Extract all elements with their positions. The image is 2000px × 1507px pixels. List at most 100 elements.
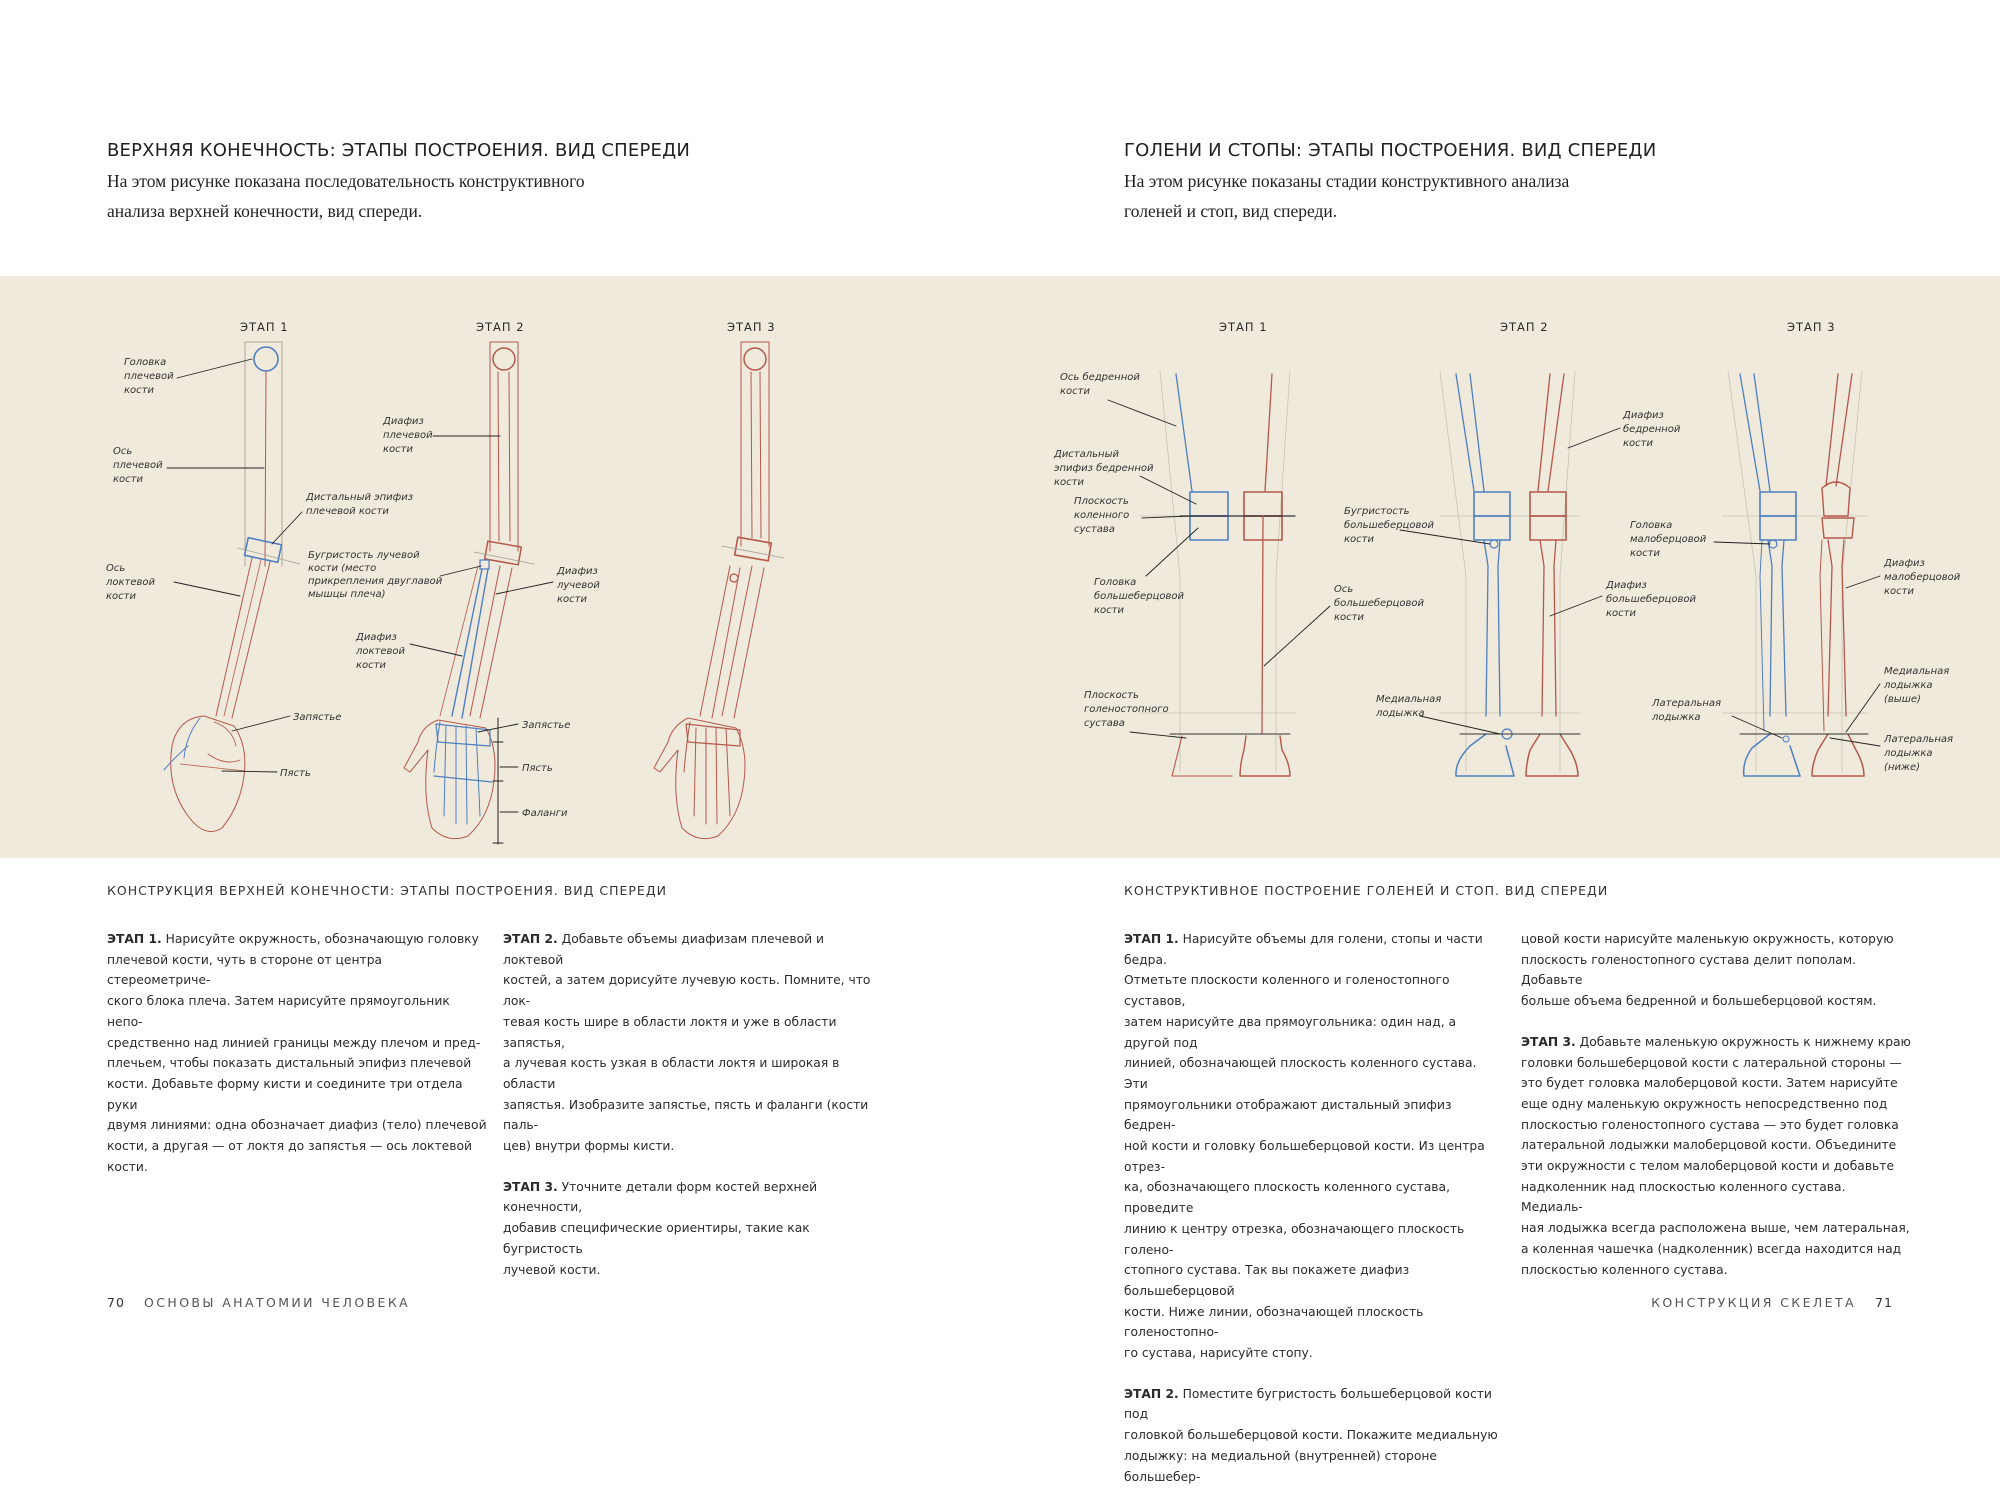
left-body-col-2: ЭТАП 2. Добавьте объемы диафизам плечево… — [503, 929, 883, 1300]
label-diaphysis-humerus-2: плечевой — [383, 430, 433, 441]
leg-guides — [1140, 371, 1868, 771]
left-intro-line: На этом рисунке показана последовательно… — [107, 166, 585, 196]
left-caption: КОНСТРУКЦИЯ ВЕРХНЕЙ КОНЕЧНОСТИ: ЭТАПЫ ПО… — [107, 883, 667, 898]
body-line: ка, обозначающего плоскость коленного су… — [1124, 1177, 1504, 1218]
label-tibia-head-3: кости — [1094, 605, 1124, 616]
label-knee-plane-1: Плоскость — [1074, 496, 1129, 507]
label-diaphysis-humerus-3: кости — [383, 444, 413, 455]
body-line: го сустава, нарисуйте стопу. — [1124, 1343, 1504, 1364]
body-line: затем нарисуйте два прямоугольника: один… — [1124, 1012, 1504, 1053]
stage-label: ЭТАП 2. — [1124, 1387, 1179, 1401]
page-number-right: 71 — [1875, 1295, 1893, 1310]
label-axis-humerus-2: плечевой — [113, 460, 163, 471]
body-line: запястья. Изобразите запястье, пясть и ф… — [503, 1095, 883, 1136]
right-caption: КОНСТРУКТИВНОЕ ПОСТРОЕНИЕ ГОЛЕНЕЙ И СТОП… — [1124, 883, 1608, 898]
body-line: линией, обозначающей плоскость коленного… — [1124, 1053, 1504, 1094]
label-tibia-axis-3: кости — [1334, 612, 1364, 623]
stage-label: ЭТАП 1. — [1124, 932, 1179, 946]
svg-text:Латеральнаялодыжка(ниже): Латеральнаялодыжка(ниже) — [1883, 734, 1953, 773]
body-line: двумя линиями: одна обозначает диафиз (т… — [107, 1115, 487, 1136]
body-line: кости, а другая — от локтя до запястья —… — [107, 1136, 487, 1177]
label-diaphysis-tibia-3: кости — [1606, 608, 1636, 619]
body-line: кости. Ниже линии, обозначающей плоскост… — [1124, 1302, 1504, 1343]
svg-text:Пясть: Пясть — [280, 768, 311, 779]
body-line: Нарисуйте объемы для голени, стопы и час… — [1124, 932, 1483, 967]
label-tibial-tuberosity-2: большеберцовой — [1344, 519, 1434, 531]
label-axis-humerus-1: Ось — [113, 446, 132, 457]
body-line: еще одну маленькую окружность непосредст… — [1521, 1094, 1911, 1115]
body-line: больше объема бедренной и большеберцовой… — [1521, 991, 1911, 1012]
label-diaphysis-radius-3: кости — [557, 594, 587, 605]
svg-text:Осьплечевойкости: Осьплечевойкости — [113, 446, 163, 485]
svg-text:Пясть: Пясть — [522, 763, 553, 774]
label-phalanges: Фаланги — [522, 808, 568, 819]
stage-label: ЭТАП 3. — [1521, 1035, 1576, 1049]
arm-stage-1-title: ЭТАП 1 — [240, 320, 289, 334]
right-intro-line: На этом рисунке показаны стадии конструк… — [1124, 166, 1569, 196]
label-diaphysis-ulna-3: кости — [356, 660, 386, 671]
label-metacarpus-2: Пясть — [522, 763, 553, 774]
label-diaphysis-ulna-2: локтевой — [355, 646, 406, 657]
arm-stage-3-drawing — [654, 342, 784, 839]
label-diaphysis-femur-1: Диафиз — [1622, 410, 1664, 421]
right-intro: На этом рисунке показаны стадии конструк… — [1124, 166, 1569, 226]
body-line: Добавьте маленькую окружность к нижнему … — [1576, 1035, 1911, 1049]
body-line: ского блока плеча. Затем нарисуйте прямо… — [107, 991, 487, 1032]
body-line: лучевой кости. — [503, 1260, 883, 1281]
label-fibula-head-2: малоберцовой — [1630, 533, 1707, 545]
label-metacarpus-1: Пясть — [280, 768, 311, 779]
label-diaphysis-femur-2: бедренной — [1623, 423, 1681, 435]
body-line: плоскостью голеностопного сустава — это … — [1521, 1115, 1911, 1136]
label-distal-femur-1: Дистальный — [1053, 449, 1119, 460]
arm-stage-1-drawing — [164, 342, 300, 832]
label-lateral-malleolus-2: лодыжка — [1651, 712, 1701, 723]
right-body-col-1: ЭТАП 1. Нарисуйте объемы для голени, сто… — [1124, 929, 1504, 1507]
page-number-left: 70 — [107, 1295, 125, 1310]
label-medial-malleolus-high-1: Медиальная — [1884, 666, 1949, 677]
label-medial-malleolus-1: Медиальная — [1376, 694, 1441, 705]
illustration-plate: ЭТАП 1 ЭТАП 2 ЭТАП 3 — [0, 276, 2000, 858]
label-radial-tuberosity-4: мышцы плеча) — [308, 589, 386, 600]
body-line: головки большеберцовой кости с латеральн… — [1521, 1053, 1911, 1074]
label-lateral-malleolus-low-2: лодыжка — [1883, 748, 1933, 759]
label-diaphysis-fibula-1: Диафиз — [1883, 558, 1925, 569]
label-fibula-head-3: кости — [1630, 548, 1660, 559]
stage-label: ЭТАП 3. — [503, 1180, 558, 1194]
body-line: ной кости и головку большеберцовой кости… — [1124, 1136, 1504, 1177]
body-line: эти окружности с телом малоберцовой кост… — [1521, 1156, 1911, 1177]
label-head-humerus-1: Головка — [124, 357, 166, 368]
label-tibial-tuberosity-1: Бугристость — [1344, 506, 1410, 517]
label-fibula-head-1: Головка — [1630, 520, 1672, 531]
label-axis-ulna-3: кости — [106, 591, 136, 602]
running-title-left: ОСНОВЫ АНАТОМИИ ЧЕЛОВЕКА — [144, 1295, 410, 1310]
label-tibial-tuberosity-3: кости — [1344, 534, 1374, 545]
leg-stage-3-title: ЭТАП 3 — [1787, 320, 1836, 334]
label-ankle-plane-3: сустава — [1084, 718, 1125, 729]
label-diaphysis-femur-3: кости — [1623, 438, 1653, 449]
label-radial-tuberosity-1: Бугристость лучевой — [308, 550, 420, 561]
label-lateral-malleolus-low-1: Латеральная — [1883, 734, 1953, 745]
body-line: стопного сустава. Так вы покажете диафиз… — [1124, 1260, 1504, 1301]
right-body-col-2: цовой кости нарисуйте маленькую окружнос… — [1521, 929, 1911, 1300]
body-line: Отметьте плоскости коленного и голеносто… — [1124, 970, 1504, 1011]
left-body-col-1: ЭТАП 1. Нарисуйте окружность, обозначающ… — [107, 929, 487, 1177]
arm-stage-3-title: ЭТАП 3 — [727, 320, 776, 334]
right-heading: ГОЛЕНИ И СТОПЫ: ЭТАПЫ ПОСТРОЕНИЯ. ВИД СП… — [1124, 140, 1656, 161]
body-line: добавив специфические ориентиры, такие к… — [503, 1218, 883, 1259]
body-line: тевая кость шире в области локтя и уже в… — [503, 1012, 883, 1053]
label-medial-malleolus-high-3: (выше) — [1884, 694, 1921, 705]
label-wrist-2: Запястье — [522, 720, 570, 731]
stage-label: ЭТАП 1. — [107, 932, 162, 946]
leg-stage-1-title: ЭТАП 1 — [1219, 320, 1268, 334]
